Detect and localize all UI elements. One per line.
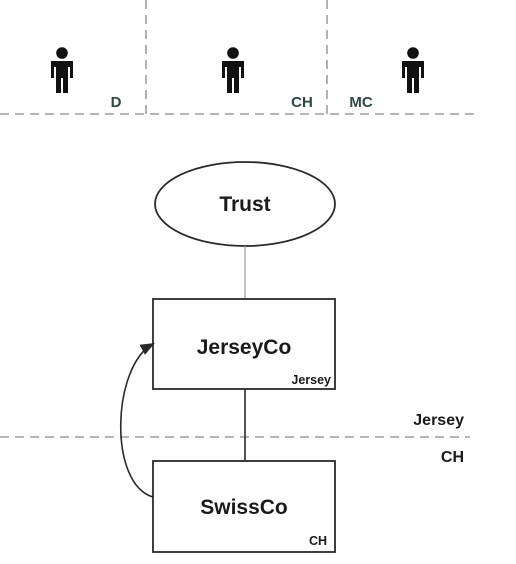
swissco-label: SwissCo: [200, 496, 288, 519]
trust-node: Trust: [154, 161, 336, 247]
swissco-jurisdiction: CH: [309, 534, 327, 548]
swissco-to-jerseyco-arrow: [119, 342, 155, 498]
person-jurisdiction-tag: CH: [291, 94, 313, 111]
jerseyco-jurisdiction: Jersey: [291, 373, 331, 387]
swissco-node: SwissCo CH: [152, 460, 336, 553]
jerseyco-box: [152, 298, 336, 390]
person-icon: [402, 47, 424, 93]
jerseyco-label: JerseyCo: [197, 336, 292, 359]
person-jurisdiction-tag: D: [111, 94, 122, 111]
border-label-jersey: Jersey: [413, 412, 464, 429]
person-mc: MC: [349, 47, 424, 111]
person-ch: CH: [222, 47, 313, 111]
person-d: D: [51, 47, 122, 111]
swissco-box: [152, 460, 336, 553]
trust-label: Trust: [219, 193, 270, 216]
border-label-ch: CH: [441, 449, 464, 466]
person-icon: [222, 47, 244, 93]
person-jurisdiction-tag: MC: [349, 94, 372, 111]
jerseyco-node: JerseyCo Jersey: [152, 298, 336, 390]
person-icon: [51, 47, 73, 93]
